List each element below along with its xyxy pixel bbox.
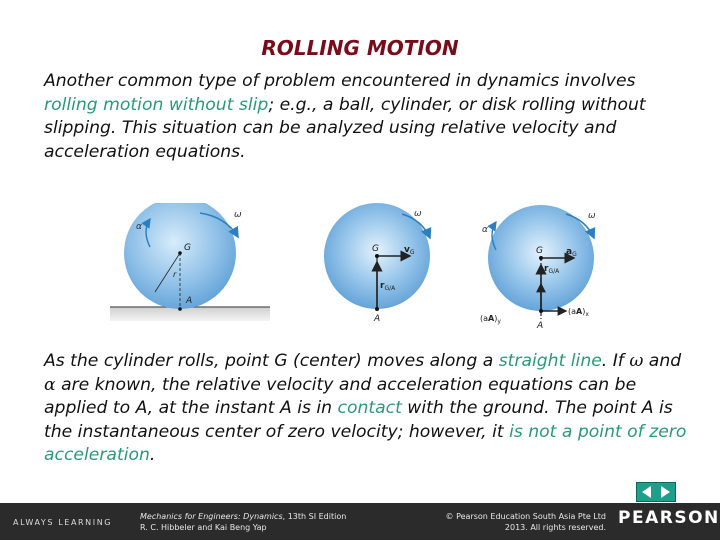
footer-bar: ALWAYS LEARNING Mechanics for Engineers:…	[0, 503, 720, 540]
omega-label: ω	[234, 210, 242, 220]
point-g-label: G	[372, 244, 379, 254]
slide-title: ROLLING MOTION	[261, 36, 459, 60]
ground	[110, 307, 270, 321]
copyright: © Pearson Education South Asia Pte Ltd 2…	[400, 511, 606, 533]
intro-highlight: rolling motion without slip	[44, 94, 269, 115]
point-g-label: G	[184, 243, 191, 253]
copyright-line-1: © Pearson Education South Asia Pte Ltd	[445, 512, 606, 521]
omega-symbol: ω	[629, 351, 644, 371]
omega-arrow	[565, 213, 596, 240]
acceleration-g-label: aG	[566, 247, 577, 258]
highlight-not-zero-acceleration: is not a point of zero acceleration	[44, 421, 687, 466]
alpha-arrow	[141, 217, 151, 248]
omega-arrow	[401, 213, 432, 240]
alpha-symbol: α	[44, 374, 56, 395]
body-text-2: . If	[601, 351, 630, 371]
copyright-line-2: 2013. All rights reserved.	[504, 523, 606, 532]
omega-label: ω	[414, 209, 422, 219]
always-learning-logo: ALWAYS LEARNING	[13, 518, 113, 527]
book-edition: , 13th SI Edition	[282, 512, 347, 521]
intro-text-1: Another common type of problem encounter…	[44, 71, 636, 91]
book-title: Mechanics for Engineers: Dynamics	[140, 512, 283, 521]
figure-rolling-cylinder: ω α G r A	[110, 203, 270, 321]
highlight-straight-line: straight line	[498, 351, 602, 371]
acceleration-a-y-label: (aA)y	[480, 314, 501, 325]
body-text-6: .	[149, 445, 156, 465]
point-a-label: A	[185, 296, 192, 306]
position-vector-label: rG/A	[544, 264, 560, 275]
highlight-contact: contact	[337, 398, 402, 418]
alpha-label: α	[136, 222, 142, 232]
alpha-arrow	[487, 220, 497, 251]
slide-navigation[interactable]	[636, 482, 676, 502]
figure-velocity: ω G vG rG/A A	[324, 203, 432, 324]
figure-acceleration: ω α G aG rG/A (aA)y (aA)x A	[480, 205, 596, 331]
point-a-label: A	[536, 321, 543, 331]
point-a-label: A	[373, 314, 380, 324]
body-paragraph: As the cylinder rolls, point G (center) …	[44, 350, 694, 468]
body-text-3: and	[643, 351, 682, 371]
velocity-label: vG	[404, 245, 415, 256]
intro-paragraph: Another common type of problem encounter…	[44, 70, 684, 164]
body-text-4: are known, the relative velocity and acc…	[44, 374, 637, 419]
book-citation: Mechanics for Engineers: Dynamics, 13th …	[140, 511, 346, 533]
position-vector-label: rG/A	[380, 281, 396, 292]
acceleration-a-x-label: (aA)x	[568, 307, 589, 318]
point-g-label: G	[536, 246, 543, 256]
radius-label: r	[173, 270, 177, 279]
next-slide-icon[interactable]	[661, 486, 670, 498]
omega-arrow	[199, 212, 239, 239]
body-text-1: As the cylinder rolls, point G (center) …	[44, 351, 499, 371]
book-authors: R. C. Hibbeler and Kai Beng Yap	[140, 523, 267, 532]
alpha-label: α	[482, 225, 488, 235]
previous-slide-icon[interactable]	[642, 486, 651, 498]
pearson-logo: PEARSON	[618, 508, 720, 528]
body-text-5: with the ground. The point A is the inst…	[44, 398, 673, 442]
intro-text-2: ; e.g., a ball, cylinder, or disk rollin…	[44, 94, 646, 162]
omega-label: ω	[588, 211, 596, 221]
